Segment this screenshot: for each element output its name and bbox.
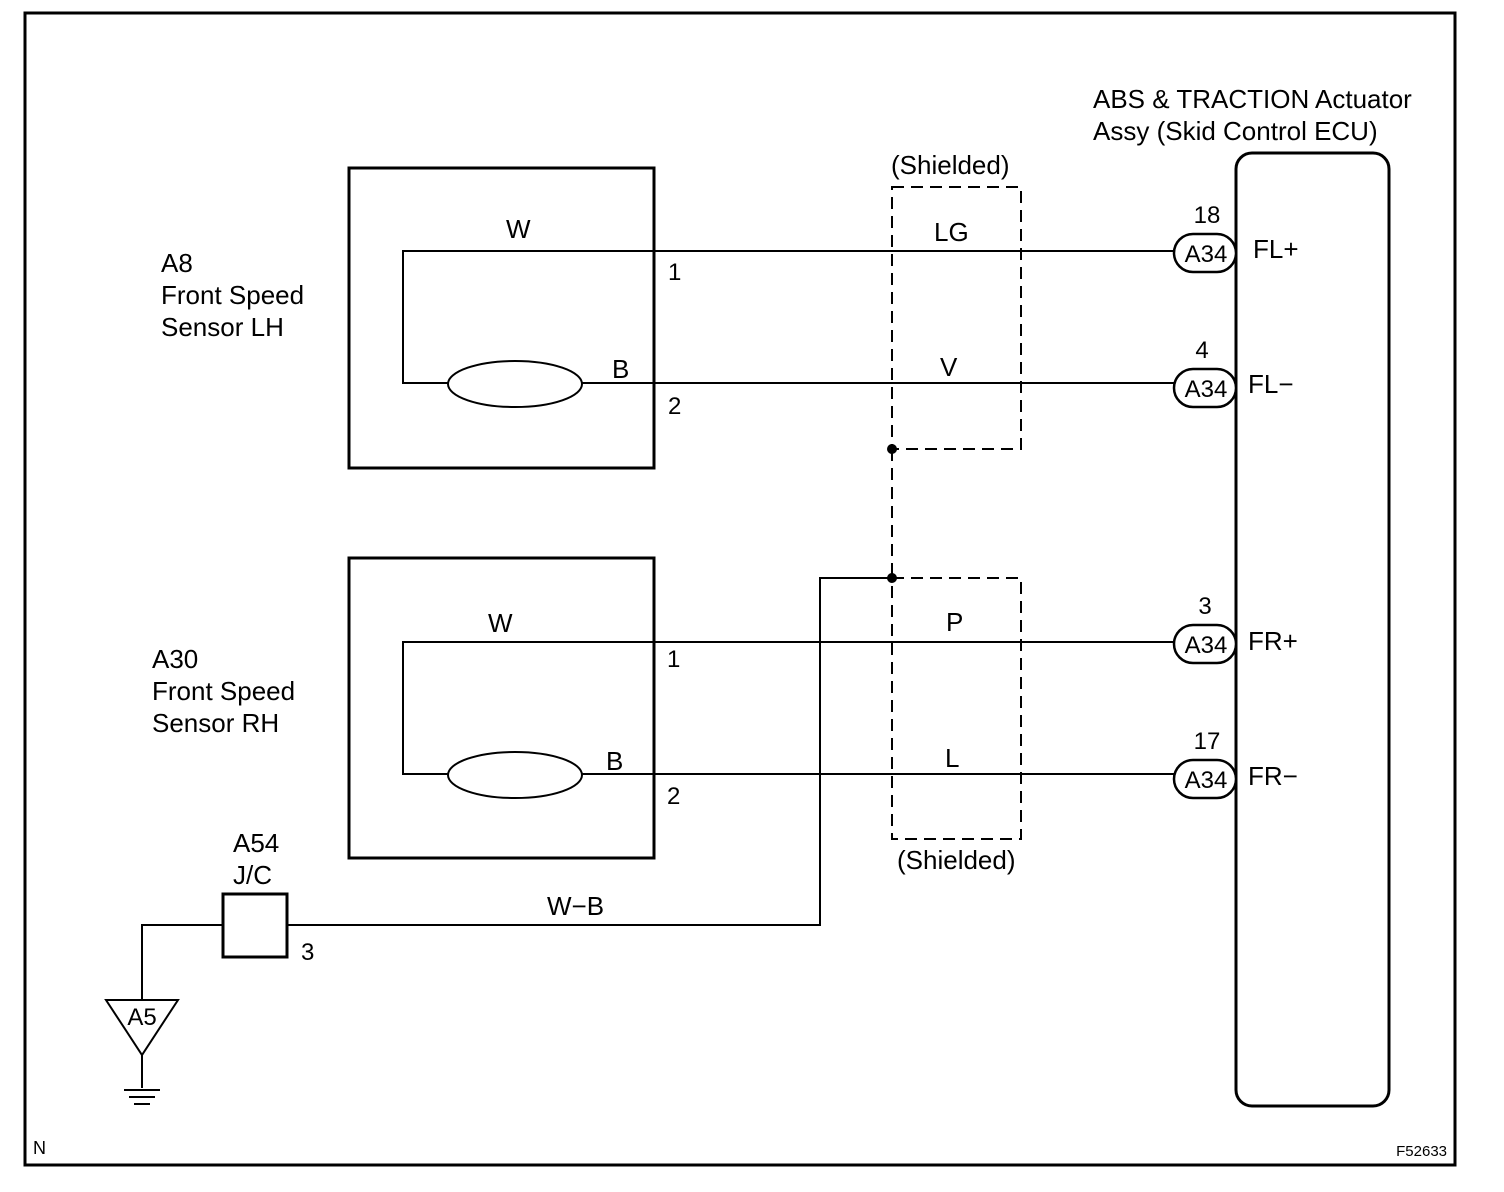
- wire-fr-plus-color: P: [946, 607, 963, 637]
- shield-top: [891, 186, 1022, 450]
- sensor-rh-name-line2: Sensor RH: [152, 708, 279, 738]
- ecu-connector-fr-plus: [1172, 623, 1238, 665]
- ecu-connector-fl-minus-label: A34: [1185, 376, 1228, 403]
- shield-bottom: [891, 577, 1022, 840]
- sensor-lh-box: [347, 166, 656, 470]
- sensor-rh-name-line1: Front Speed: [152, 676, 295, 706]
- ecu-connector-fl-minus: [1172, 367, 1238, 409]
- figure-code: F52633: [1396, 1143, 1447, 1160]
- ecu-signal-fl-plus: FL+: [1253, 234, 1299, 264]
- ecu-signal-fl-minus: FL−: [1248, 369, 1294, 399]
- ecu-signal-fr-plus: FR+: [1248, 626, 1298, 656]
- sensor-lh-coil: [447, 360, 583, 408]
- wire-fr-minus-color: L: [945, 743, 959, 773]
- ecu-connector-fr-minus-label: A34: [1185, 767, 1228, 794]
- ecu-title-line2: Assy (Skid Control ECU): [1093, 116, 1378, 146]
- shield-node-top: [887, 444, 897, 454]
- sensor-lh-pin1: 1: [668, 259, 681, 286]
- junction-to-ground-wire: [141, 924, 223, 1000]
- junction-id: A54: [233, 828, 279, 858]
- sensor-rh-wire-bottom: B: [606, 746, 623, 776]
- wire-fl-plus-color: LG: [934, 217, 969, 247]
- ecu-connector-fr-minus: [1172, 758, 1238, 800]
- sensor-lh-wire-top: W: [506, 214, 531, 244]
- sensor-lh-internal-loop: [402, 250, 654, 384]
- ecu-connector-fr-plus-label: A34: [1185, 632, 1228, 659]
- sensor-rh-coil: [447, 751, 583, 799]
- ecu-signal-fr-minus: FR−: [1248, 761, 1298, 791]
- ecu-title-line1: ABS & TRACTION Actuator: [1093, 84, 1412, 114]
- sensor-lh-name-line1: Front Speed: [161, 280, 304, 310]
- diagram-frame: [23, 11, 1457, 1167]
- ecu-pin-fr-minus-number: 17: [1194, 728, 1221, 755]
- ecu-pin-fr-plus-number: 3: [1198, 593, 1211, 620]
- sensor-rh-internal-loop: [402, 641, 654, 775]
- ground-point-triangle: [104, 999, 180, 1057]
- footer-left-code: N: [33, 1138, 46, 1158]
- shield-bottom-label: (Shielded): [897, 845, 1016, 875]
- ground-point-id: A5: [127, 1004, 156, 1031]
- sensor-rh-pin1: 1: [667, 646, 680, 673]
- sensor-lh-pin2: 2: [668, 393, 681, 420]
- junction-box: [221, 892, 289, 959]
- ecu-connector-fl-plus-label: A34: [1185, 241, 1228, 268]
- junction-type: J/C: [233, 860, 272, 890]
- sensor-lh-wire-bottom: B: [612, 354, 629, 384]
- ecu-connector-fl-plus: [1172, 232, 1238, 274]
- ecu-pin-fl-plus-number: 18: [1194, 202, 1221, 229]
- sensor-rh-box: [347, 556, 656, 860]
- ground-wire: [288, 577, 892, 926]
- ecu-pin-fl-minus-number: 4: [1195, 337, 1208, 364]
- sensor-rh-pin2: 2: [667, 783, 680, 810]
- shield-top-label: (Shielded): [891, 150, 1010, 180]
- sensor-rh-id: A30: [152, 644, 198, 674]
- ecu-box: [1234, 151, 1391, 1108]
- sensor-lh-id: A8: [161, 248, 193, 278]
- sensor-rh-wire-top: W: [488, 608, 513, 638]
- wire-fl-minus-color: V: [940, 352, 958, 382]
- junction-pin: 3: [301, 939, 314, 966]
- sensor-lh-name-line2: Sensor LH: [161, 312, 284, 342]
- ground-symbol-icon: [124, 1089, 160, 1105]
- ground-wire-color: W−B: [547, 891, 604, 921]
